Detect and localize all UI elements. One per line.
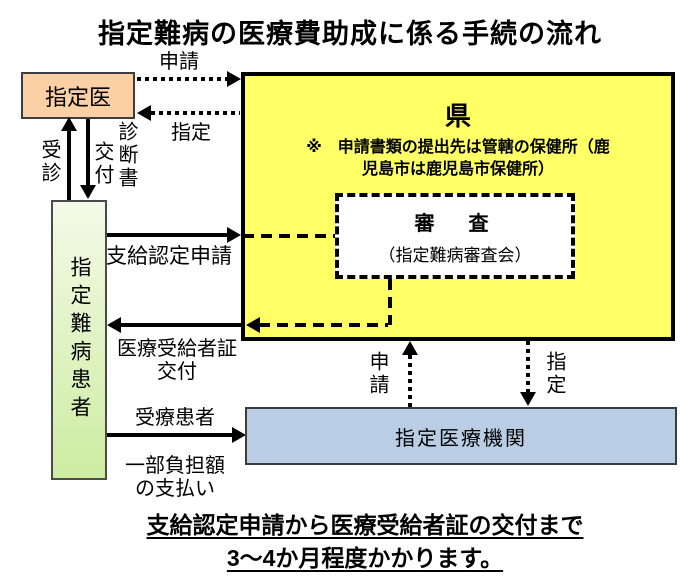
issuance-label: 交付: [91, 141, 113, 187]
treated-patient-arrowhead: [232, 427, 246, 443]
page-title: 指定難病の医療費助成に係る手続の流れ: [98, 19, 602, 49]
treated-patient-line: [107, 433, 233, 437]
review-outflow-arrowhead: [246, 317, 260, 333]
grant-application-label: 支給認定申請: [106, 245, 232, 268]
review-outflow-horizontal-line: [259, 323, 388, 327]
prefecture-label: 県: [444, 101, 471, 131]
diagnosis-doc-label: 診断書: [115, 121, 137, 190]
medical-institution-box: 指定医療機関: [245, 407, 677, 465]
prefecture-note-line2: 児島市は鹿児島市保健所）: [361, 161, 554, 178]
institution-designation-line: [526, 341, 530, 393]
recipient-certificate-arrowhead: [107, 317, 121, 333]
doctor-application-arrowhead: [227, 71, 241, 87]
prefecture-note-line1: ※ 申請書類の提出先は管轄の保健所（鹿: [306, 139, 610, 156]
institution-application-line: [408, 355, 412, 407]
grant-application-arrowhead: [227, 227, 241, 243]
copayment-label-line1: 一部負担額: [125, 455, 225, 477]
institution-designation-label: 指定: [543, 351, 565, 397]
designated-doctor-label: 指定医: [44, 84, 111, 110]
consultation-line: [67, 130, 71, 200]
copayment-label: 一部負担額 の支払い: [107, 455, 243, 501]
recipient-certificate-label-line2: 交付: [157, 361, 197, 383]
review-box: 審 査 （指定難病審査会）: [335, 193, 575, 279]
institution-application-label: 申請: [366, 351, 388, 397]
grant-application-line: [107, 233, 228, 237]
patient-label: 指定難病患者: [68, 256, 91, 424]
designated-doctor-box: 指定医: [21, 72, 135, 119]
review-label: 審 査: [414, 212, 496, 235]
diagnosis-issuance-line: [86, 119, 90, 186]
recipient-certificate-label: 医療受給者証 交付: [103, 338, 251, 384]
doctor-designation-arrowhead: [137, 105, 151, 121]
review-sublabel: （指定難病審査会）: [378, 245, 532, 265]
recipient-certificate-line: [120, 323, 241, 327]
institution-application-arrowhead: [402, 341, 418, 355]
doctor-designation-label: 指定: [171, 122, 211, 144]
footer-note-line2: 3～4か月程度かかります。: [226, 545, 504, 571]
treated-patient-label: 受療患者: [135, 407, 215, 429]
institution-designation-arrowhead: [520, 392, 536, 406]
consultation-label: 受診: [38, 139, 60, 185]
prefecture-note: ※ 申請書類の提出先は管轄の保健所（鹿 児島市は鹿児島市保健所）: [245, 137, 671, 181]
consultation-arrowhead: [61, 117, 77, 131]
review-outflow-vertical-line: [388, 279, 392, 325]
footer-note: 支給認定申請から医療受給者証の交付まで 3～4か月程度かかります。: [30, 509, 700, 575]
doctor-designation-line: [151, 111, 240, 115]
copayment-label-line2: の支払い: [135, 478, 215, 500]
review-inflow-dashed-line: [243, 234, 335, 238]
patient-box: 指定難病患者: [51, 200, 107, 480]
doctor-application-line: [137, 77, 227, 81]
medical-institution-label: 指定医療機関: [395, 427, 527, 450]
doctor-application-label: 申請: [159, 51, 199, 73]
recipient-certificate-label-line1: 医療受給者証: [117, 338, 237, 360]
footer-note-line1: 支給認定申請から医療受給者証の交付まで: [146, 512, 584, 538]
diagnosis-issuance-arrowhead: [80, 185, 96, 199]
